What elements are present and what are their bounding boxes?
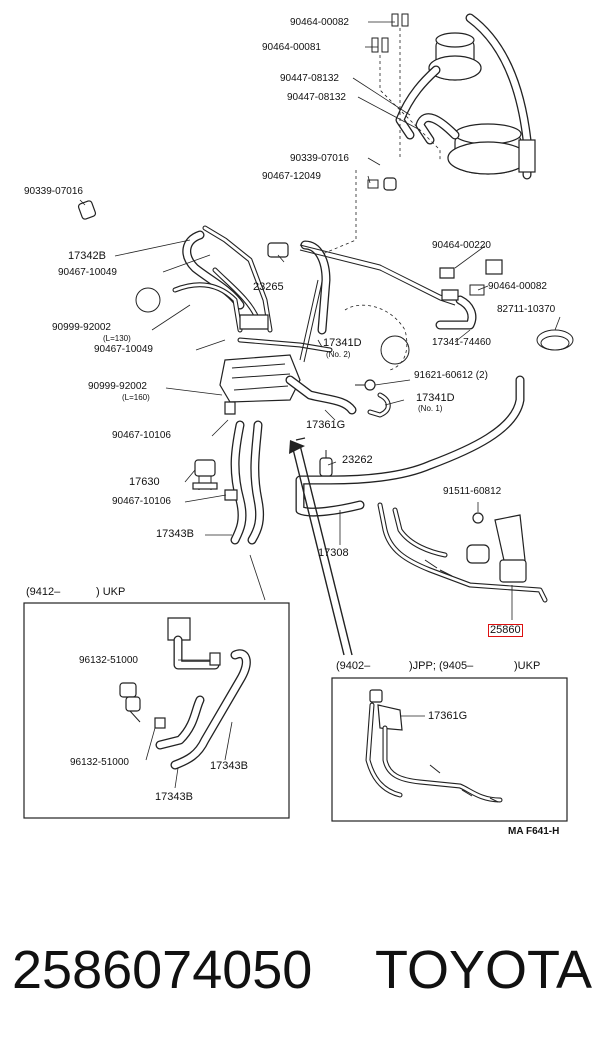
- inset-label-17361g: 17361G: [428, 710, 468, 722]
- label-90999-92002-a: 90999-92002: [52, 322, 111, 333]
- inset-right-frame: [331, 677, 568, 822]
- label-91511-60812: 91511-60812: [443, 486, 502, 497]
- vsv-bracket: [466, 514, 527, 583]
- label-90467-10106-a: 90467-10106: [112, 430, 171, 441]
- label-90464-00220: 90464-00220: [432, 240, 491, 251]
- label-17630: 17630: [129, 476, 160, 488]
- parts-diagram-drawing: [23, 13, 574, 822]
- inset-right-title-c: )UKP: [514, 660, 541, 672]
- label-90339-07016-right: 90339-07016: [290, 153, 349, 164]
- clip-top-2: [371, 37, 389, 53]
- label-90447-08132-b: 90447-08132: [287, 92, 346, 103]
- diagram-reference-code: MA F641-H: [508, 826, 560, 837]
- footer-brand: TOYOTA: [375, 940, 593, 1000]
- inset-left-frame: [23, 602, 290, 819]
- footer-caption: 2586074050 TOYOTA: [0, 935, 600, 1005]
- label-90464-00082-top: 90464-00082: [290, 17, 349, 28]
- label-17343b: 17343B: [156, 528, 194, 540]
- clip-top-1: [391, 13, 409, 27]
- label-length-160: (L=160): [122, 393, 150, 402]
- label-90999-92002-b: 90999-92002: [88, 381, 147, 392]
- label-17308: 17308: [318, 547, 349, 559]
- inset-left-title-end: ) UKP: [96, 586, 126, 598]
- label-no2: (No. 2): [326, 350, 351, 359]
- inset-right-title-b: )JPP; (9405–: [409, 660, 474, 672]
- label-90467-10049-a: 90467-10049: [58, 267, 117, 278]
- jet-fitting: [319, 450, 333, 477]
- footer-part-number: 2586074050: [12, 940, 313, 1000]
- label-25860-highlighted: 25860: [488, 624, 523, 637]
- inset-left-title-start: (9412–: [26, 586, 61, 598]
- vsv-block: [219, 354, 301, 403]
- label-17361g: 17361G: [306, 419, 346, 431]
- label-17341d-no1: 17341D: [416, 392, 455, 404]
- label-23262: 23262: [342, 454, 373, 466]
- label-90464-00082-right: 90464-00082: [488, 281, 547, 292]
- inset-label-17343b-b: 17343B: [155, 791, 193, 803]
- label-90467-10106-b: 90467-10106: [112, 496, 171, 507]
- parts-diagram: [23, 13, 574, 822]
- label-90464-00081: 90464-00081: [262, 42, 321, 53]
- vacuum-sensor: [192, 459, 218, 490]
- label-length-130: (L=130): [103, 334, 131, 343]
- inset-right-drawing: [365, 689, 503, 803]
- label-90467-10049-b: 90467-10049: [94, 344, 153, 355]
- label-17342b: 17342B: [68, 250, 106, 262]
- vacuum-valve-lower: [447, 123, 529, 175]
- label-no1: (No. 1): [418, 404, 443, 413]
- label-17341d-no2: 17341D: [323, 337, 362, 349]
- label-17341-74460: 17341-74460: [432, 337, 491, 348]
- label-90447-08132-a: 90447-08132: [280, 73, 339, 84]
- label-23265: 23265: [253, 281, 284, 293]
- label-90467-12049: 90467-12049: [262, 171, 321, 182]
- inset-label-96132-51000-a: 96132-51000: [79, 655, 138, 666]
- label-91621-60612: 91621-60612 (2): [414, 370, 488, 381]
- inset-right-title-a: (9402–: [336, 660, 371, 672]
- inset-label-96132-51000-b: 96132-51000: [70, 757, 129, 768]
- label-82711-10370: 82711-10370: [497, 304, 556, 315]
- inset-label-17343b-a: 17343B: [210, 760, 248, 772]
- inset-vacuum-sensor: [119, 682, 141, 723]
- label-90339-07016-left: 90339-07016: [24, 186, 83, 197]
- vacuum-valve-upper: [428, 32, 482, 81]
